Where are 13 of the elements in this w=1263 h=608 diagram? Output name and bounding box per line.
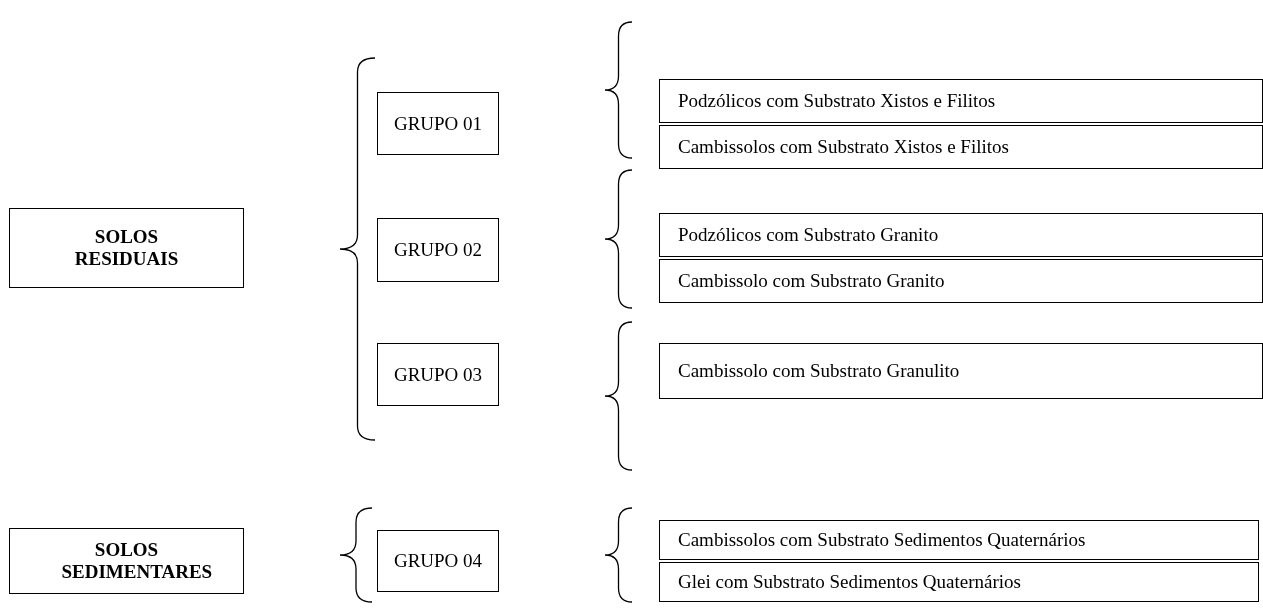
soil-type-box: Cambissolos com Substrato Sedimentos Quaternários — [659, 520, 1259, 560]
category-box: SOLOS RESIDUAIS — [9, 208, 244, 288]
soil-type-box: Cambissolo com Substrato Granito — [659, 259, 1263, 303]
category-box: SOLOS SEDIMENTARES — [9, 528, 244, 594]
group-box: GRUPO 04 — [377, 530, 499, 592]
soil-type-box: Glei com Substrato Sedimentos Quaternários — [659, 562, 1259, 602]
group-box: GRUPO 01 — [377, 92, 499, 155]
group-box: GRUPO 03 — [377, 343, 499, 406]
soil-type-box: Podzólicos com Substrato Xistos e Filitos — [659, 79, 1263, 123]
soil-type-box: Cambissolo com Substrato Granulito — [659, 343, 1263, 399]
soil-type-box: Podzólicos com Substrato Granito — [659, 213, 1263, 257]
soil-type-box: Cambissolos com Substrato Xistos e Filitos — [659, 125, 1263, 169]
group-box: GRUPO 02 — [377, 218, 499, 282]
